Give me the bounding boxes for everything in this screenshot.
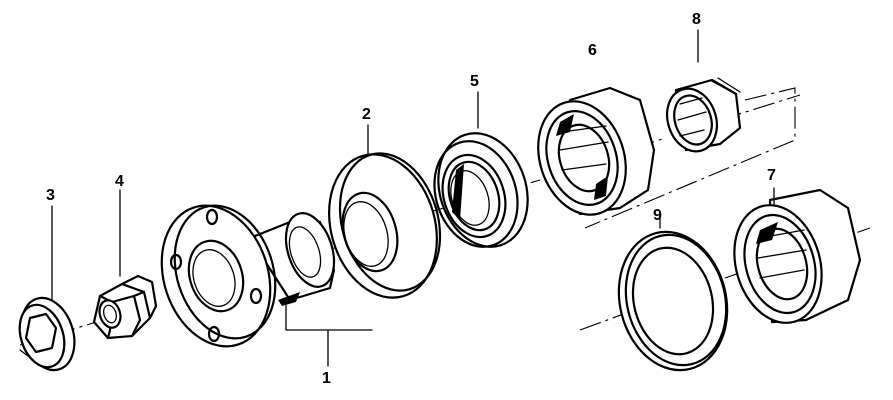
part-7-bearing [733,187,862,324]
part-5-seal [433,91,529,248]
part-8-sleeve [666,29,742,153]
part-9-ring [617,217,729,372]
callout-5: 5 [470,73,479,90]
part-1-flange-hub [160,204,373,367]
callout-7: 7 [767,167,776,184]
part-3-cap [18,296,76,372]
callout-9: 9 [653,207,662,224]
callout-4: 4 [115,173,124,190]
part-6-bearing [537,86,656,216]
leader-line-1 [285,303,373,367]
part-4-hex-nut [92,274,158,340]
callout-1: 1 [322,370,331,387]
callout-6: 6 [588,42,597,59]
part-2-shield-washer [328,124,442,299]
callout-3: 3 [46,187,55,204]
offset-bracket-line [584,87,796,229]
callout-2: 2 [362,106,371,123]
callout-8: 8 [692,11,701,28]
